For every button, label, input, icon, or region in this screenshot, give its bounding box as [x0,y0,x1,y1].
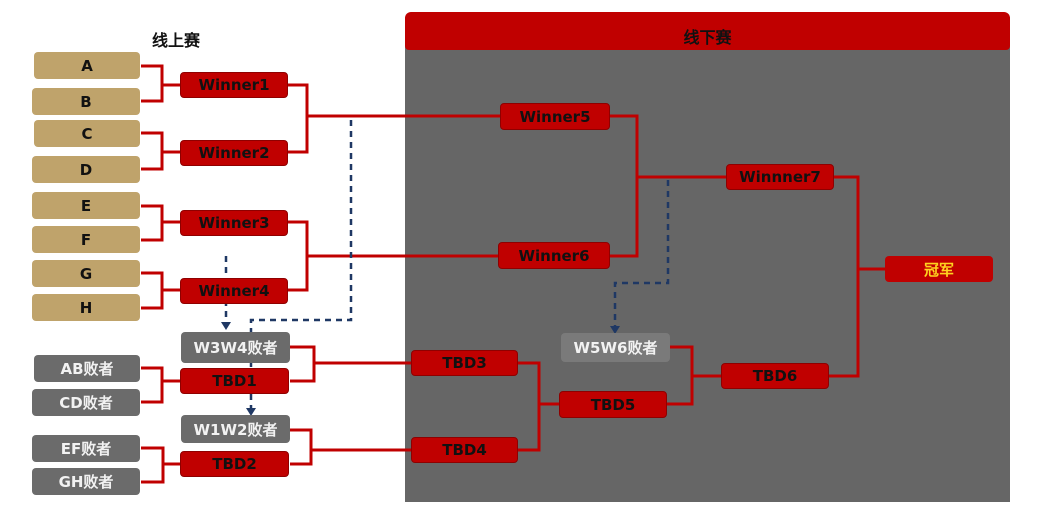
match-winner7: Winnner7 [726,164,834,190]
match-tbd6: TBD6 [721,363,829,389]
match-winner1: Winner1 [180,72,288,98]
seed-d: D [32,156,140,183]
arrow-w5w6 [610,326,620,334]
seed-f: F [32,226,140,253]
online-title: 线上赛 [152,31,201,50]
loser-w5w6: W5W6败者 [561,333,670,362]
seed-e: E [32,192,140,219]
match-winner2: Winner2 [180,140,288,166]
connector-ab [141,64,181,103]
match-tbd1: TBD1 [180,368,289,394]
match-winner6: Winner6 [498,242,610,269]
connector-tbd5 [667,345,721,406]
match-winner4: Winner4 [180,278,288,304]
match-winner3: Winner3 [180,210,288,236]
seed-h: H [32,294,140,321]
connector-w3w4 [288,220,498,292]
arrow-w1w2 [246,408,256,416]
seed-g: G [32,260,140,287]
match-tbd3: TBD3 [411,350,518,376]
connector-gh [141,271,181,310]
dashed-w5w6-loser [613,180,670,326]
connector-abcd-losers [141,366,181,404]
offline-header: 线下赛 [405,12,1010,50]
connector-tbd2 [290,428,411,466]
connector-final [829,175,885,378]
connector-tbd1 [290,345,411,383]
loser-w3w4: W3W4败者 [181,332,290,363]
champion-box: 冠军 [885,256,993,282]
connector-tbd3tbd4 [518,361,559,452]
connector-w5w6 [610,114,727,258]
match-tbd2: TBD2 [180,451,289,477]
match-winner5: Winner5 [500,103,610,130]
loser-gh: GH败者 [32,468,140,495]
match-tbd5: TBD5 [559,391,667,418]
loser-cd: CD败者 [32,389,140,416]
dashed-w1w2-loser [249,120,353,408]
seed-c: C [34,120,140,147]
loser-ab: AB败者 [34,355,140,382]
offline-title: 线下赛 [683,28,732,47]
connector-ef [141,204,181,242]
loser-ef: EF败者 [32,435,140,462]
seed-a: A [34,52,140,79]
match-tbd4: TBD4 [411,437,518,463]
loser-w1w2: W1W2败者 [181,415,290,443]
seed-b: B [32,88,140,115]
connector-cd [141,131,181,171]
connector-efgh-losers [141,446,181,484]
arrow-w3w4 [221,322,231,330]
connector-w1w2 [288,83,500,154]
